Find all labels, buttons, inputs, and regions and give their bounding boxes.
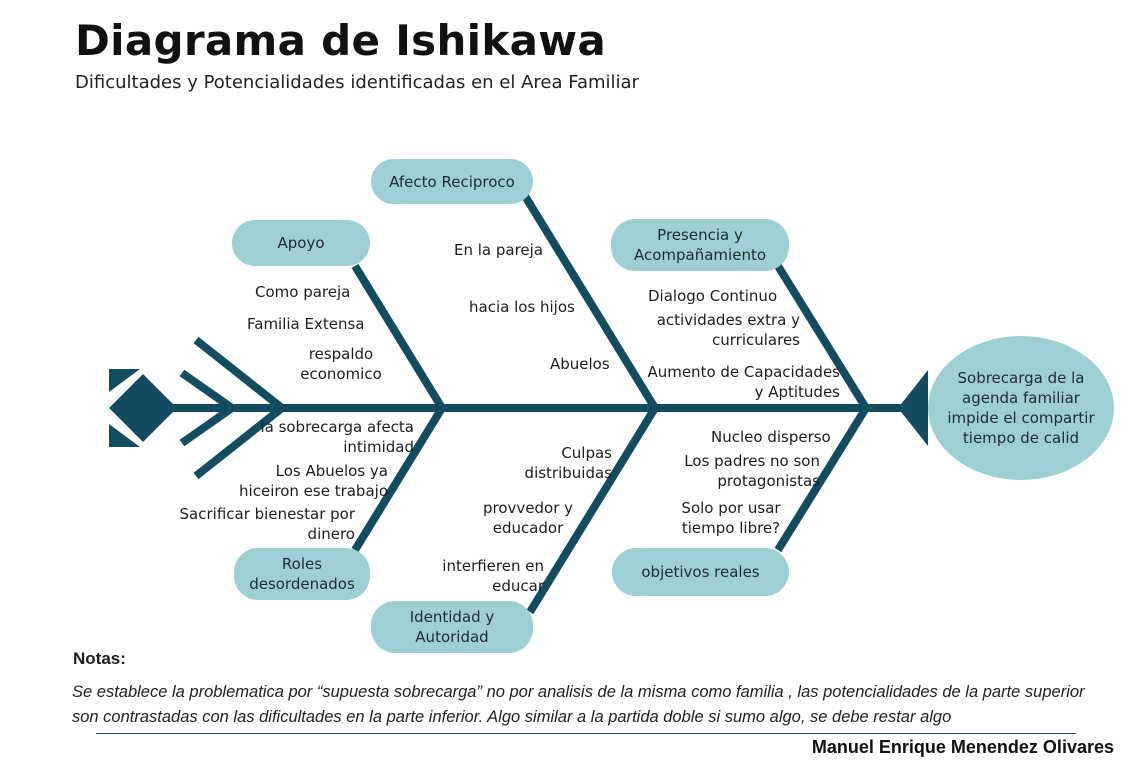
bone-bottom3 xyxy=(774,405,870,553)
cause-label: Dialogo Continuo xyxy=(648,287,778,305)
cause-label: actividades extra y curriculares xyxy=(656,311,800,349)
category-identidad: Identidad y Autoridad xyxy=(371,601,533,653)
cause-label: Los Abuelos ya hiceiron ese trabajo xyxy=(239,462,388,500)
cause-label: provvedor y educador xyxy=(482,499,574,537)
cause-label: hacia los hijos xyxy=(469,298,575,316)
diagram-subtitle: Dificultades y Potencialidades identific… xyxy=(75,72,639,93)
notes-text: Se establece la problematica por “supues… xyxy=(72,683,1085,726)
tail-chevron-1 xyxy=(193,336,289,480)
bone-bottom1 xyxy=(351,405,446,553)
cause-label: En la pareja xyxy=(454,241,544,259)
tail-corner-top xyxy=(109,369,140,392)
category-roles: Roles desordenados xyxy=(234,548,370,600)
bone-top1 xyxy=(351,263,446,411)
category-afecto-reciproco: Afecto Reciproco xyxy=(371,159,533,204)
cause-label: Culpas distribuidas xyxy=(524,444,612,482)
tail-corner-bottom xyxy=(109,424,140,447)
notes-heading: Notas: xyxy=(73,649,126,668)
cause-label: Nucleo disperso xyxy=(711,428,831,446)
cause-label: Sacrificar bienestar por dinero xyxy=(179,505,355,543)
author-name: Manuel Enrique Menendez Olivares xyxy=(811,737,1114,757)
bone-top3 xyxy=(774,263,870,411)
category-apoyo: Apoyo xyxy=(232,220,370,266)
cause-label: Como pareja xyxy=(255,283,351,301)
divider xyxy=(96,733,1076,734)
cause-label: Abuelos xyxy=(550,355,610,373)
bone-bottom2 xyxy=(526,405,659,615)
cause-label: la sobrecarga afecta intimidad xyxy=(260,418,414,456)
cause-label: respaldo economico xyxy=(300,345,382,383)
cause-label: Familia Extensa xyxy=(247,315,365,333)
cause-label: Solo por usar tiempo libre? xyxy=(681,499,781,537)
tail-chevron-2 xyxy=(179,369,239,447)
head-wedge xyxy=(898,370,928,446)
category-presencia: Presencia y Acompañamiento xyxy=(611,219,789,271)
bone-top2 xyxy=(521,193,659,411)
tail-diamond xyxy=(109,374,177,442)
category-objetivos: objetivos reales xyxy=(612,548,789,596)
cause-label: interfieren en educar xyxy=(442,557,544,595)
diagram-title: Diagrama de Ishikawa xyxy=(75,16,606,65)
cause-label: Aumento de Capacidades y Aptitudes xyxy=(647,363,840,401)
effect-head: Sobrecarga de la agenda familiar impide … xyxy=(928,336,1114,480)
cause-label: Los padres no son protagonistas xyxy=(684,452,820,490)
